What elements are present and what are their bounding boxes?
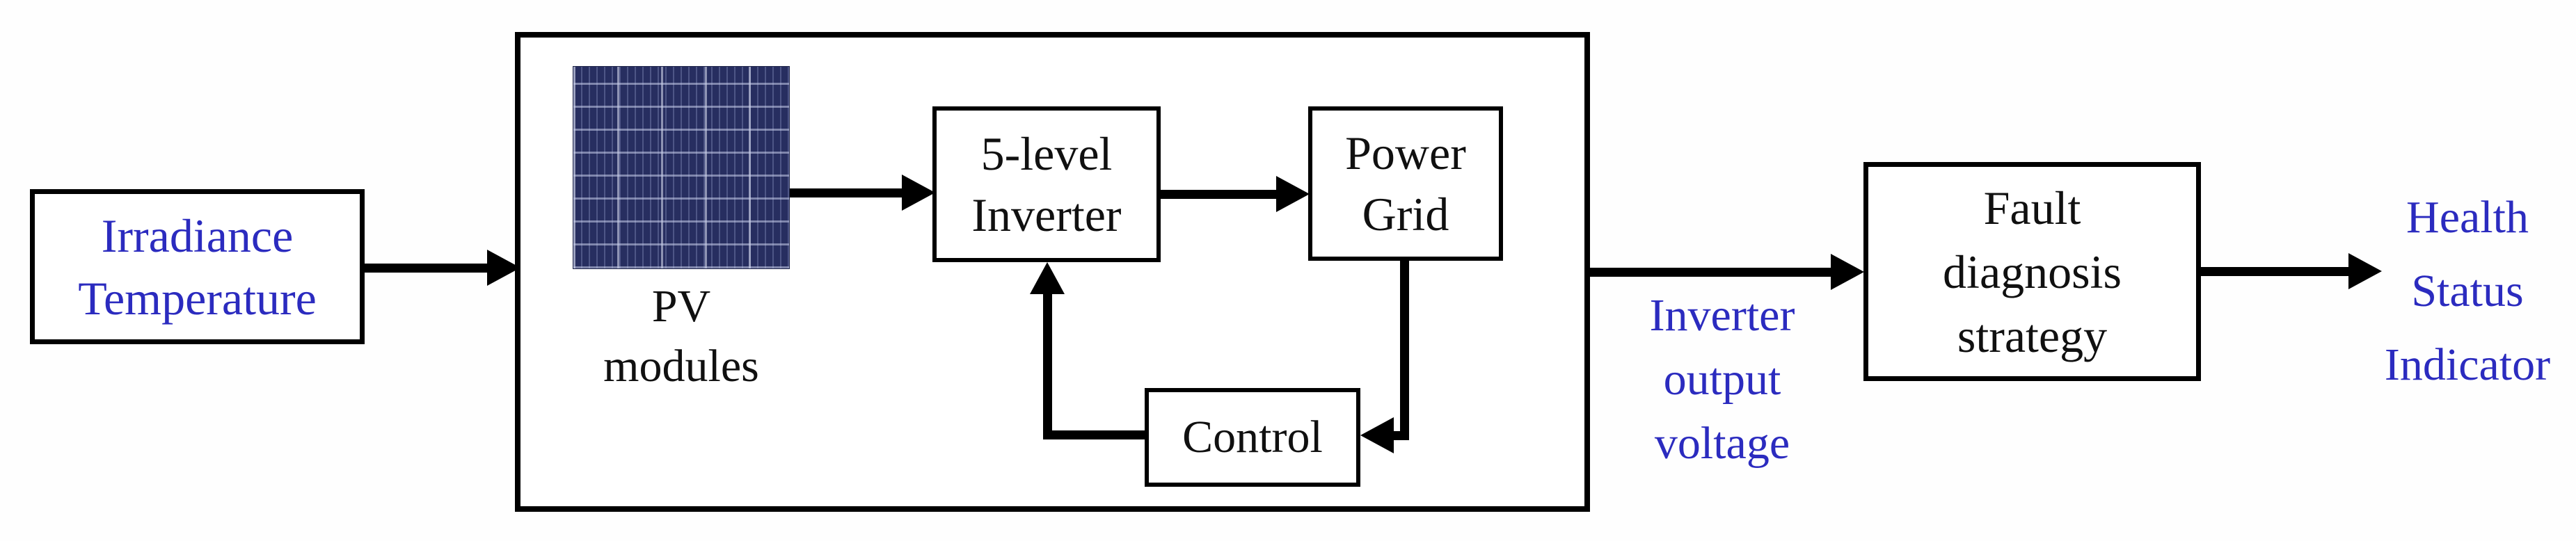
inverter-output-label-line-2: output — [1663, 354, 1781, 405]
arrowhead-right-icon — [1276, 176, 1310, 212]
arrowhead-up-icon — [1030, 262, 1065, 294]
arrow-system-to-fault-shaft — [1590, 268, 1834, 277]
fault-diagnosis-box: Fault diagnosis strategy — [1863, 162, 2201, 381]
arrow-fault-to-health-shaft — [2201, 267, 2351, 276]
arrow-inverter-to-grid-shaft — [1161, 190, 1279, 199]
health-label-line-3: Indicator — [2384, 339, 2551, 390]
input-box-line-2: Temperature — [78, 271, 317, 325]
connector-grid-to-control-vertical — [1400, 261, 1409, 440]
inverter-box-line-1: 5-level — [980, 127, 1113, 180]
control-box-line-1: Control — [1182, 412, 1323, 462]
power-grid-box: Power Grid — [1308, 106, 1503, 261]
pv-label-line-1: PV — [651, 281, 711, 332]
control-box: Control — [1145, 388, 1360, 487]
input-box-line-1: Irradiance — [101, 209, 294, 262]
fault-box-line-2: diagnosis — [1943, 245, 2122, 298]
connector-control-to-inverter-horizontal — [1043, 430, 1145, 439]
pv-modules-label: PV modules — [559, 277, 804, 396]
inverter-box: 5-level Inverter — [932, 106, 1161, 262]
grid-box-line-1: Power — [1345, 127, 1466, 179]
inverter-box-line-2: Inverter — [971, 188, 1122, 241]
arrowhead-right-icon — [1831, 254, 1864, 290]
health-label-line-2: Status — [2411, 266, 2524, 316]
inverter-output-label-line-3: voltage — [1654, 418, 1790, 469]
arrowhead-right-icon — [902, 175, 935, 211]
inverter-output-voltage-label: Inverter output voltage — [1590, 284, 1854, 476]
inverter-output-label-line-1: Inverter — [1649, 290, 1795, 341]
connector-control-to-inverter-vertical — [1043, 289, 1052, 439]
arrow-pv-to-inverter-shaft — [790, 188, 905, 197]
arrowhead-right-icon — [2348, 253, 2382, 289]
pv-modules-image — [573, 66, 790, 269]
fault-box-line-1: Fault — [1983, 181, 2081, 234]
grid-box-line-2: Grid — [1362, 188, 1449, 241]
health-status-indicator-label: Health Status Indicator — [2359, 181, 2576, 402]
health-label-line-1: Health — [2406, 192, 2529, 243]
arrowhead-left-icon — [1360, 417, 1394, 453]
connector-grid-to-control-horizontal — [1391, 431, 1409, 440]
pv-label-line-2: modules — [603, 341, 759, 391]
fault-box-line-3: strategy — [1957, 309, 2108, 362]
arrow-input-to-system-shaft — [365, 264, 490, 273]
input-box: Irradiance Temperature — [30, 189, 365, 344]
